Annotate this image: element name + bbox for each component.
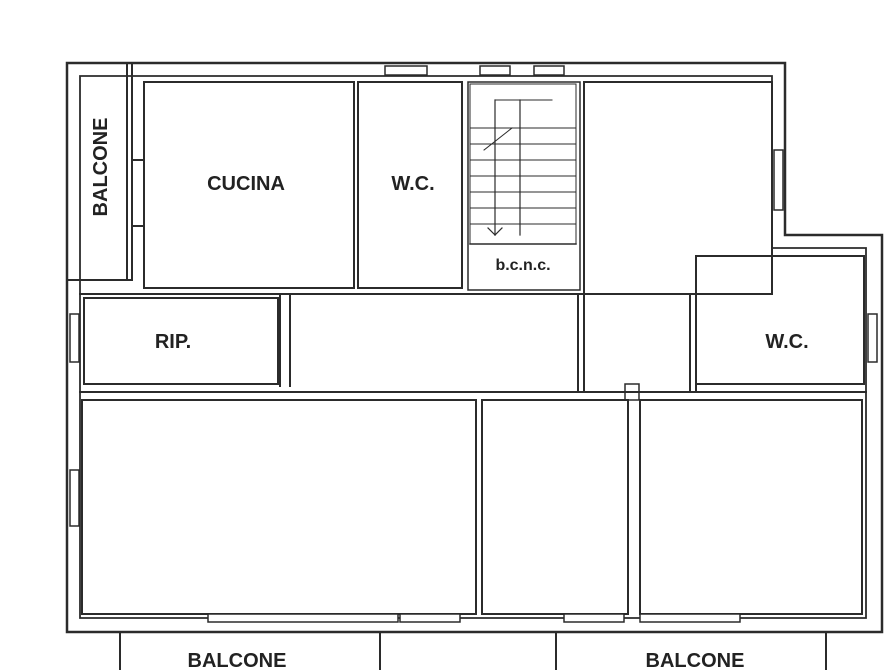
balcony-bottom-left (119, 631, 381, 670)
corridor-walls (79, 293, 867, 393)
bottom-openings (207, 613, 741, 623)
label-rip: RIP. (155, 331, 191, 353)
room-upper-right (583, 81, 784, 295)
stairwell (467, 81, 581, 291)
room-lower-right (639, 399, 863, 615)
room-wc-right (695, 255, 878, 385)
window-top-1 (384, 65, 428, 76)
label-bcnc: b.c.n.c. (495, 257, 550, 274)
label-balcone-bottom-right: BALCONE (646, 650, 745, 670)
window-top-2 (479, 65, 565, 76)
room-wc-top (357, 81, 463, 289)
outer-walls (65, 61, 884, 634)
balcony-left (66, 62, 133, 281)
room-lower-middle (481, 383, 640, 615)
label-balcone-left: BALCONE (90, 118, 112, 217)
label-cucina: CUCINA (207, 173, 285, 195)
label-wc-right: W.C. (765, 331, 808, 353)
room-rip (69, 297, 279, 385)
room-cucina (131, 81, 355, 289)
balcony-bottom-right (555, 631, 827, 670)
label-balcone-bottom-left: BALCONE (188, 650, 287, 670)
label-wc-top: W.C. (391, 173, 434, 195)
room-lower-left (69, 399, 477, 615)
